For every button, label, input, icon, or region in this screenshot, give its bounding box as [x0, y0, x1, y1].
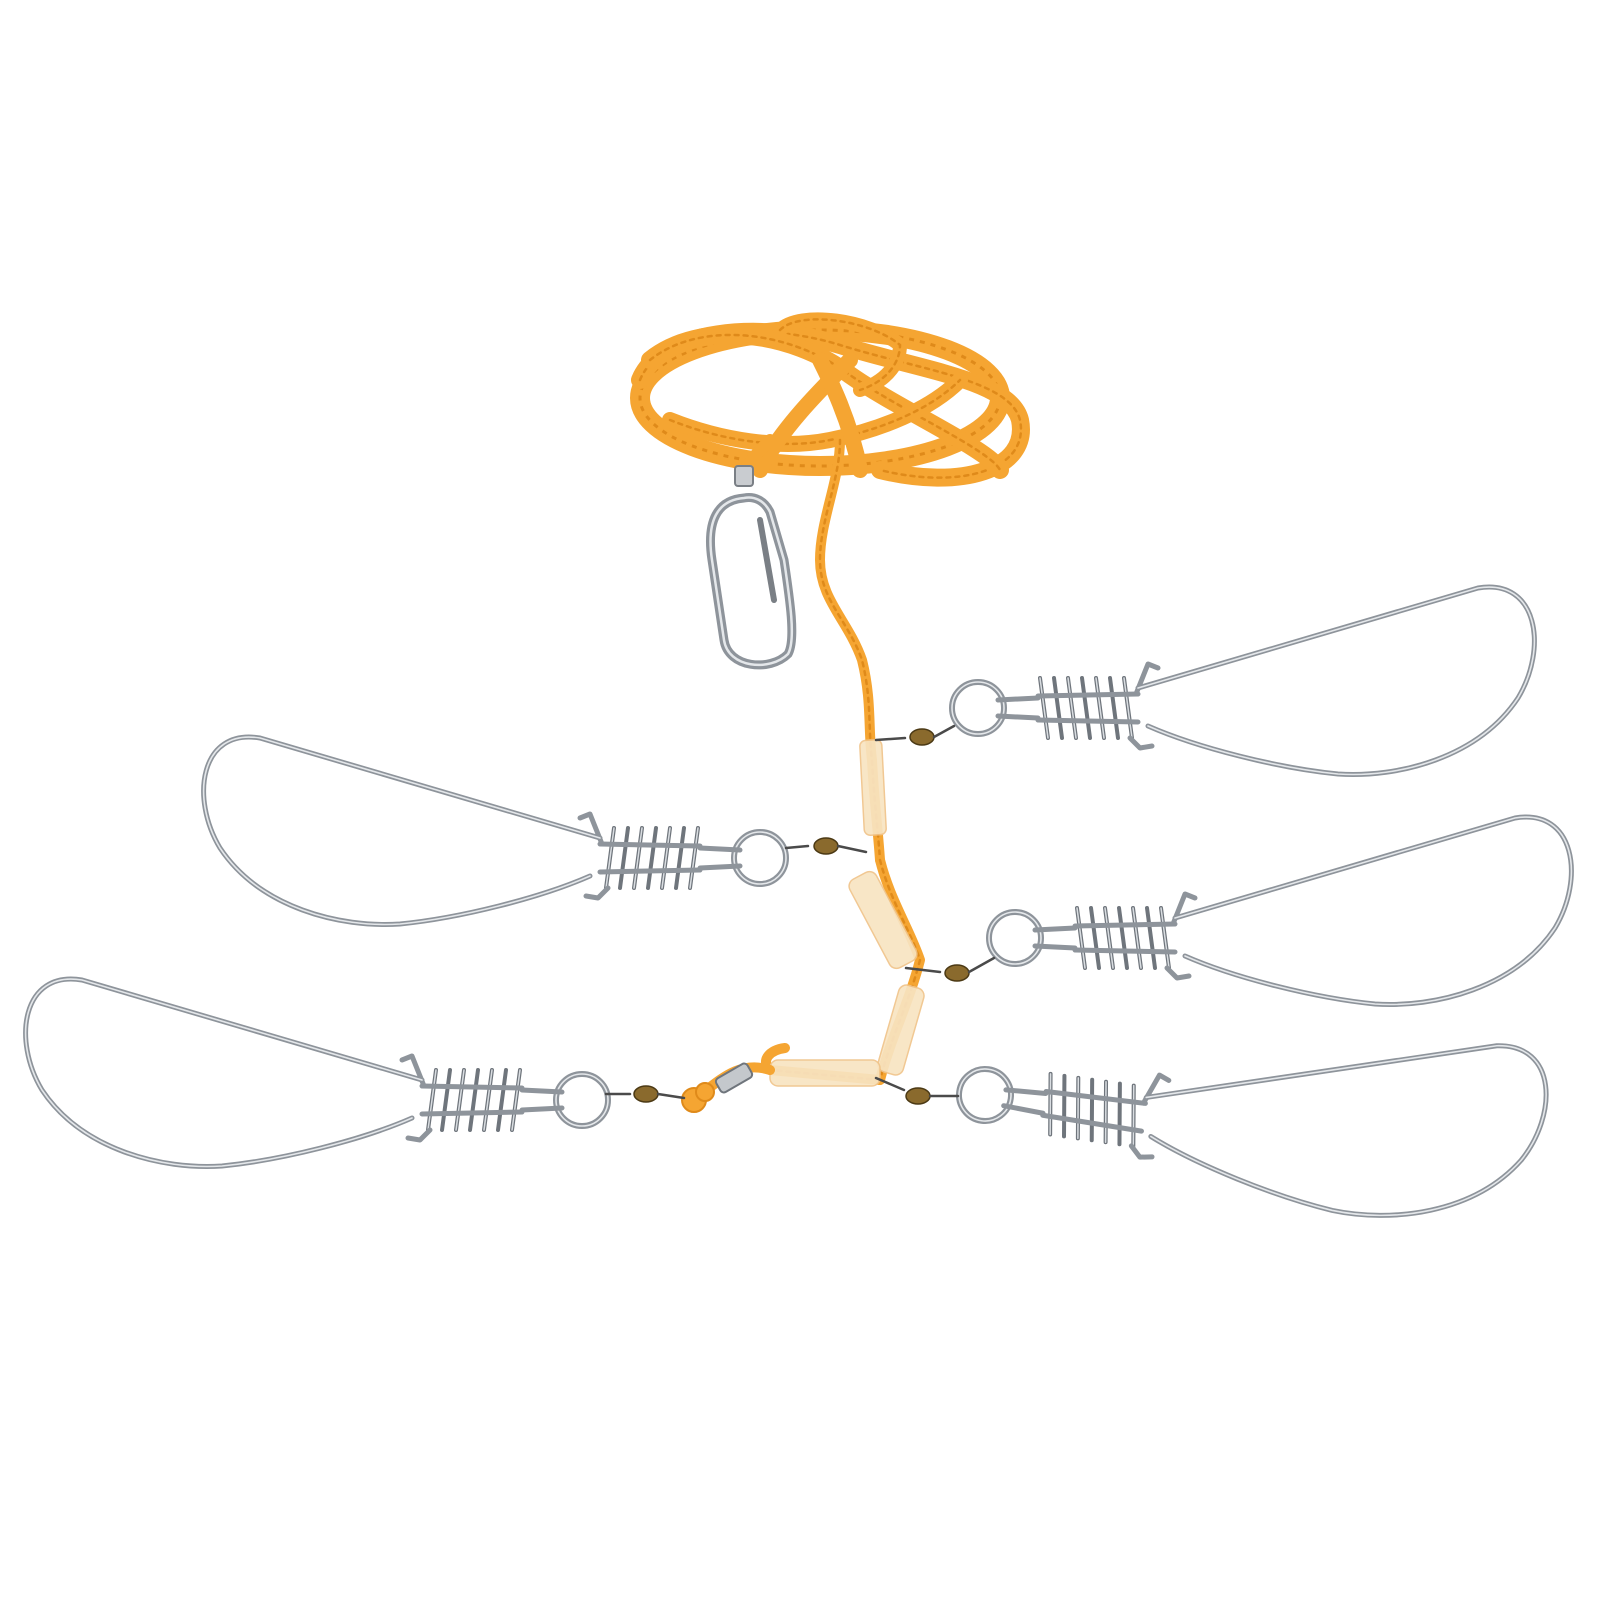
stringer-clip-lower-left [26, 979, 686, 1166]
stringer-clip-middle-left [204, 737, 868, 924]
stringer-clip-lower-right [874, 972, 1553, 1239]
stringer-clip-middle-right [904, 817, 1571, 1004]
rope-sleeves [769, 739, 925, 1087]
rope-end-knot [681, 1062, 775, 1113]
rope-coil [630, 312, 1030, 487]
carabiner-icon [706, 465, 797, 670]
stringer-clip-upper-right [874, 587, 1534, 774]
